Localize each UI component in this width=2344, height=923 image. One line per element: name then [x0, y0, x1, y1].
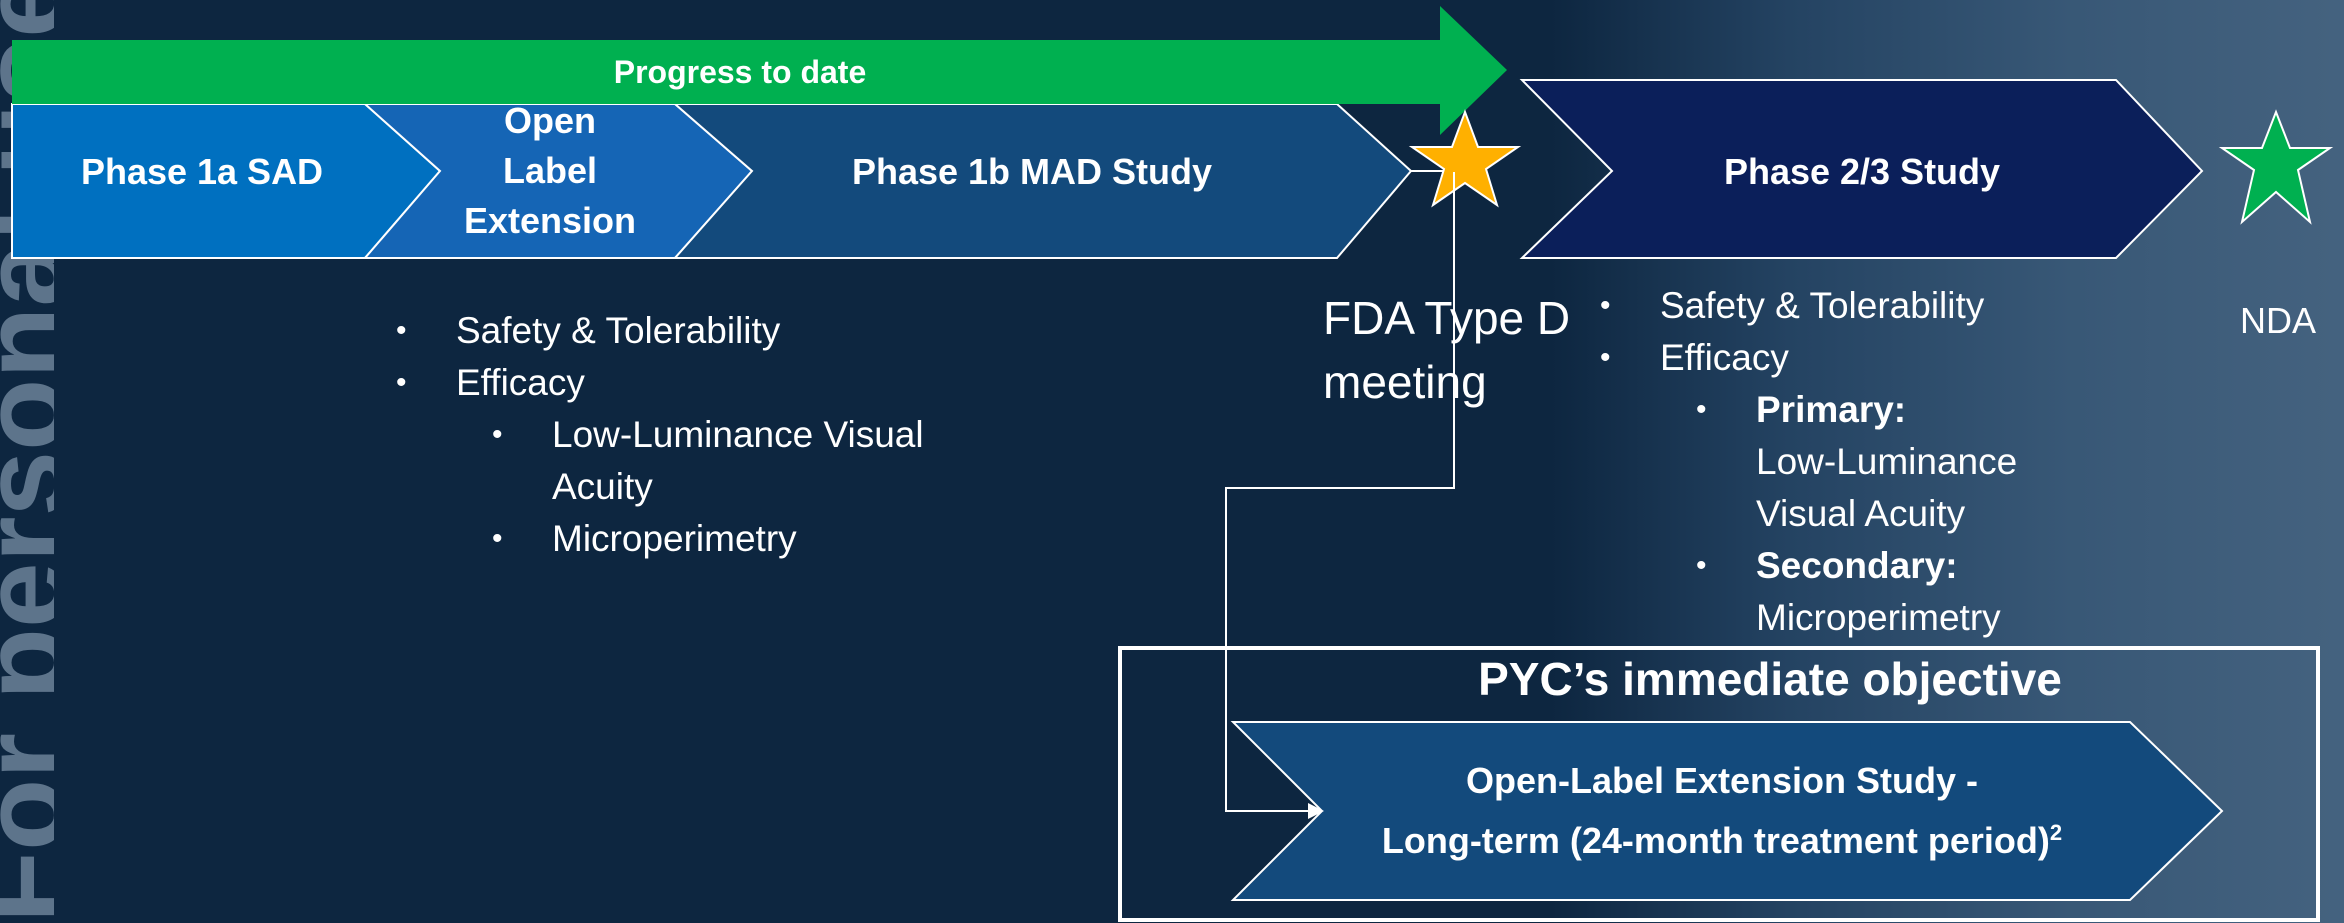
- ole-label-line-3: Extension: [463, 200, 637, 241]
- ole-label-line-2: Label: [502, 150, 598, 191]
- phase1a-label: Phase 1a SAD: [80, 151, 324, 192]
- fda-star-icon: [1408, 109, 1522, 208]
- phase23-secondary-line-1: Microperimetry: [1756, 597, 2001, 638]
- fda-meeting-line-2: meeting: [1323, 356, 1487, 408]
- objective-superscript: 2: [2049, 820, 2063, 845]
- progress-arrow: [12, 6, 1507, 135]
- fda-meeting-label: FDA Type D meeting: [1323, 286, 1583, 414]
- phase1-subbullet-llva-line-2: Acuity: [552, 466, 653, 507]
- phase23-chevron: [1519, 79, 2204, 259]
- phase23-bullet-efficacy: Efficacy: [1660, 337, 1789, 378]
- objective-line-2-text: Long-term (24-month treatment period): [1381, 820, 2050, 861]
- phase1-subbullet-llva-line-1: Low-Luminance Visual: [552, 414, 924, 455]
- ole-label-line-1: Open: [503, 100, 596, 141]
- objective-chevron-label: Open-Label Extension Study - Long-term (…: [1322, 755, 2122, 867]
- fda-meeting-line-1: FDA Type D: [1323, 292, 1571, 344]
- ole-label: Open Label Extension: [430, 96, 670, 246]
- phase1-bullet-efficacy: Efficacy: [456, 362, 585, 403]
- phase23-bullets: •Safety & Tolerability •Efficacy • Prima…: [1600, 280, 2017, 644]
- phase1-subbullet-microperimetry: Microperimetry: [552, 518, 797, 559]
- objective-line-2: Long-term (24-month treatment period)2: [1382, 807, 2062, 867]
- connector-arrowhead: [1308, 803, 1324, 819]
- nda-star-icon: [2218, 109, 2334, 225]
- phase1b-label: Phase 1b MAD Study: [851, 151, 1213, 192]
- phase23-primary-label: Primary:: [1756, 389, 1907, 430]
- phase23-secondary-label: Secondary:: [1756, 545, 1958, 586]
- progress-label: Progress to date: [613, 53, 867, 90]
- objective-line-1: Open-Label Extension Study -: [1465, 760, 1979, 801]
- phase1-subbullet-llva: Low-Luminance Visual Acuity: [552, 409, 924, 513]
- phase23-primary: Primary: Low-Luminance Visual Acuity: [1756, 384, 2017, 540]
- phase23-secondary: Secondary: Microperimetry: [1756, 540, 2001, 644]
- phase23-primary-line-2: Visual Acuity: [1756, 493, 1966, 534]
- nda-label: NDA: [2240, 300, 2317, 341]
- phase23-bullet-safety: Safety & Tolerability: [1660, 285, 1985, 326]
- phase23-label: Phase 2/3 Study: [1723, 151, 2001, 192]
- star-to-objective-connector: [1225, 172, 1455, 812]
- objective-title: PYC’s immediate objective: [1478, 653, 2062, 705]
- phase1-bullets: •Safety & Tolerability •Efficacy • Low-L…: [396, 305, 924, 565]
- phase23-primary-line-1: Low-Luminance: [1756, 441, 2018, 482]
- phase1-bullet-safety: Safety & Tolerability: [456, 310, 781, 351]
- objective-box: [1118, 646, 2320, 922]
